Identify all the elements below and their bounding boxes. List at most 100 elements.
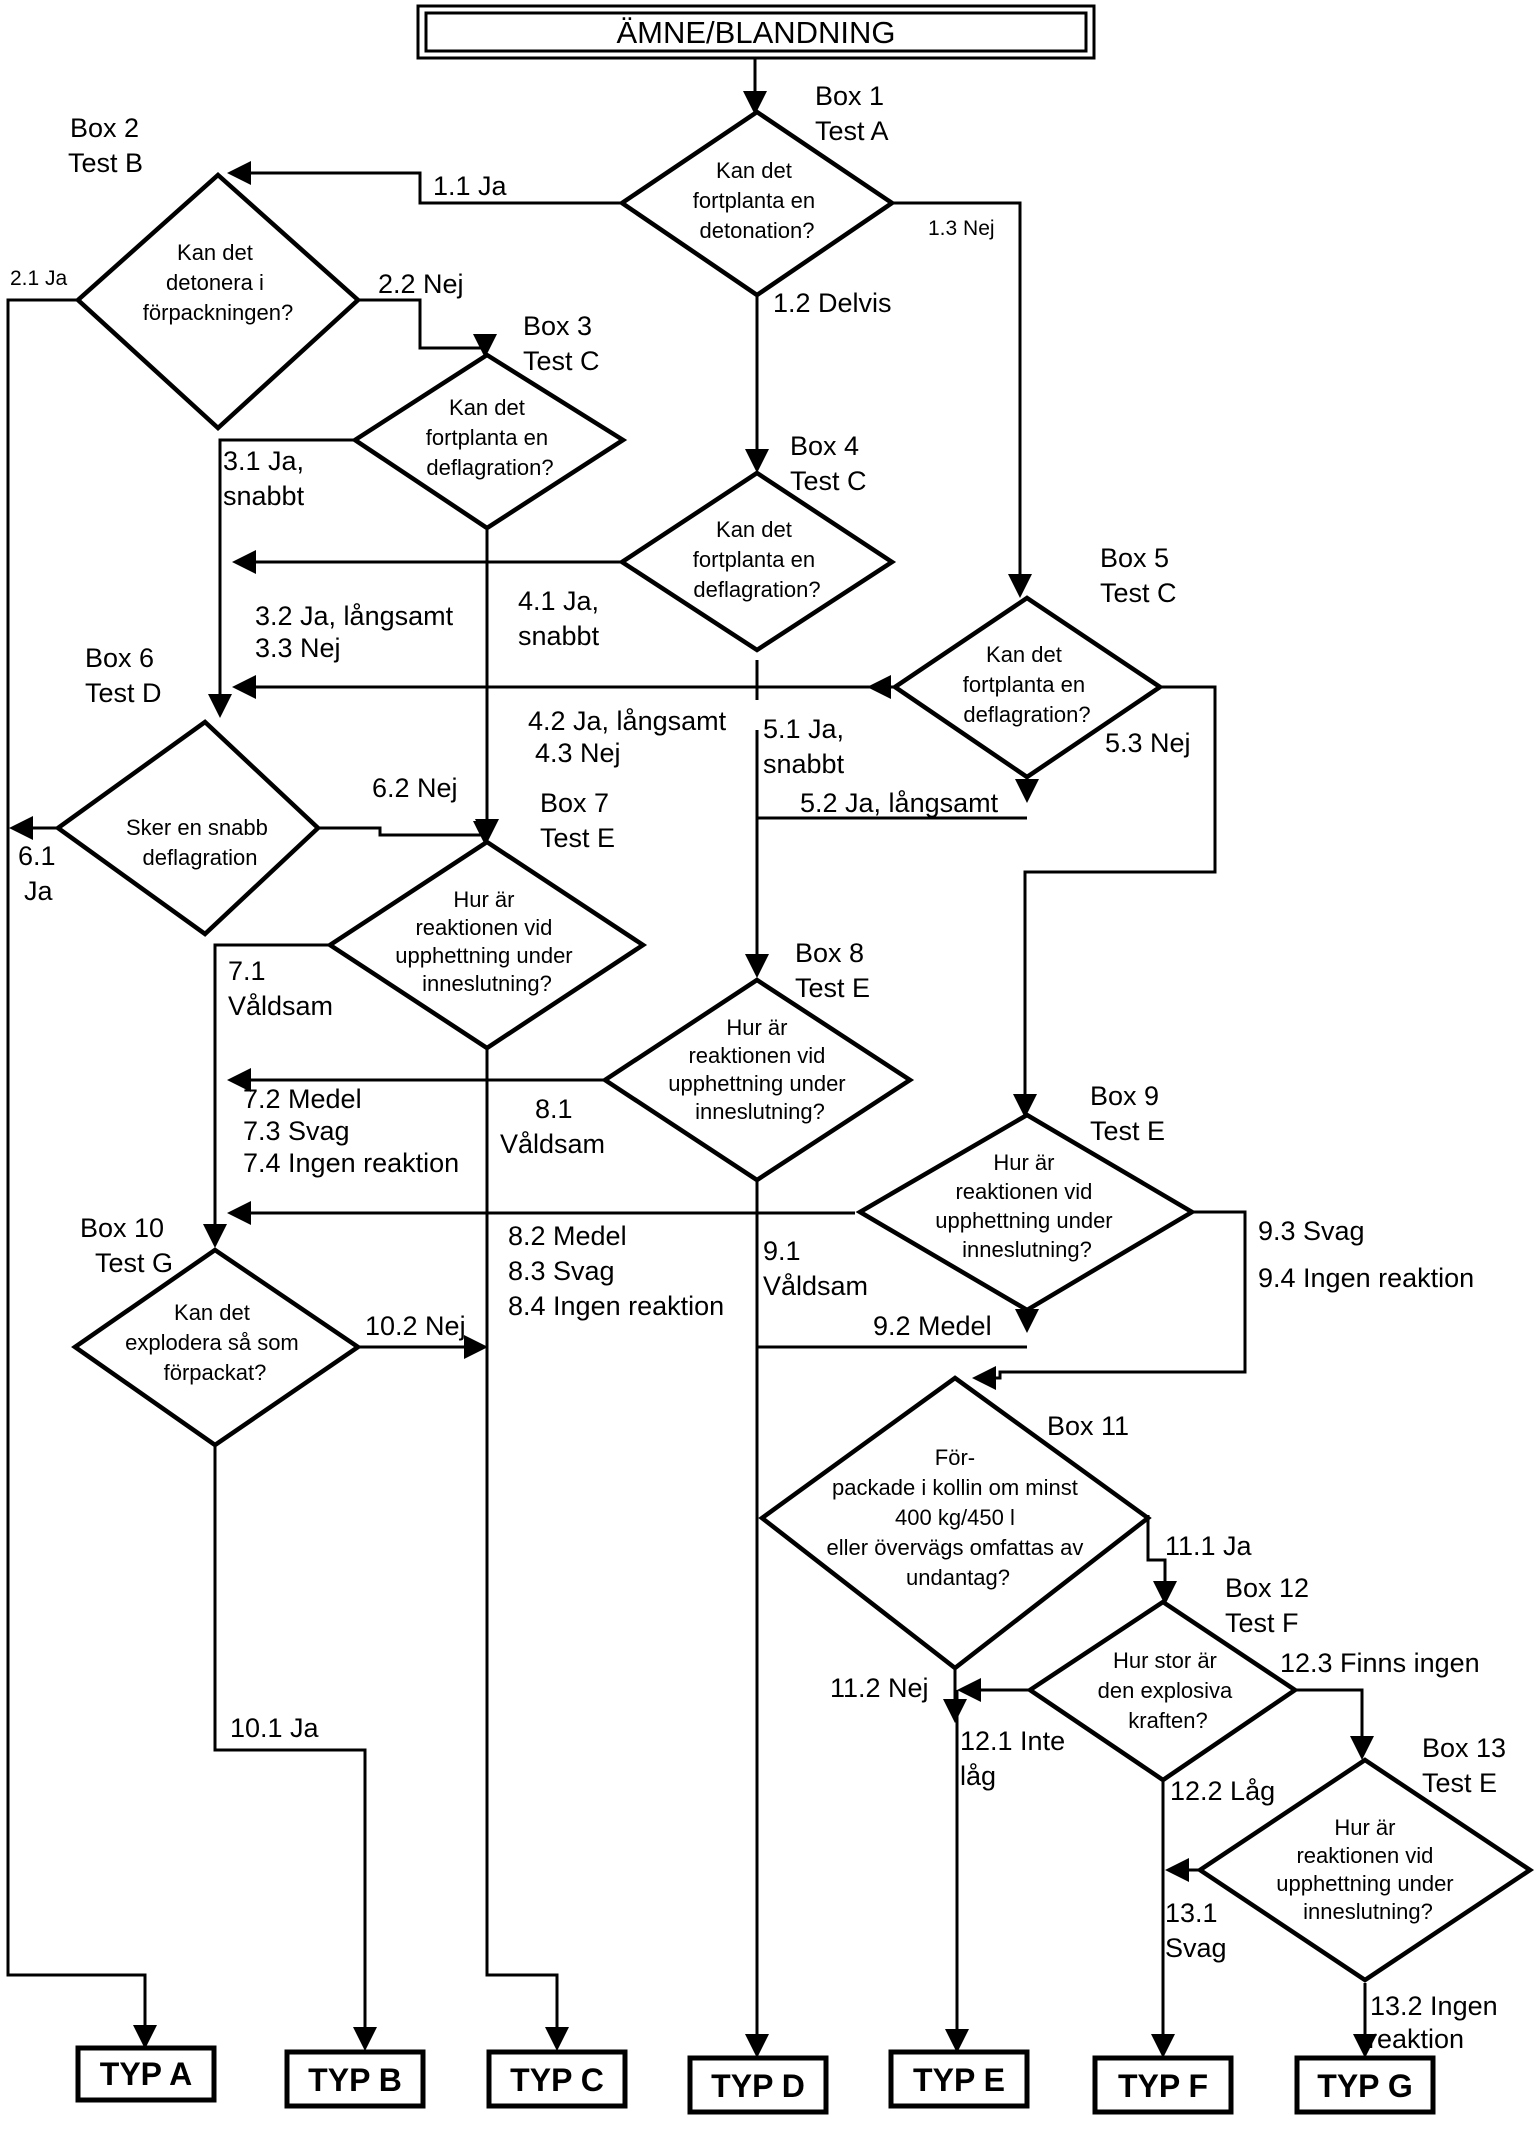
box-5-question: Kan det fortplanta en deflagration? [963,642,1091,727]
box-5-decision: Kan det fortplanta en deflagration? [890,595,1165,780]
edge-label-3-1: 3.1 Ja,snabbt [223,446,305,511]
edge-label-10-2: 10.2 Nej [365,1311,466,1341]
type-g-box: TYP G [1294,2055,1436,2115]
title-text: ÄMNE/BLANDNING [616,15,895,50]
edge-label-12-3: 12.3 Finns ingen [1280,1648,1480,1678]
type-f-box: TYP F [1092,2055,1234,2115]
edge-11-1 [1146,1515,1177,1605]
edge-labels: 1.1 Ja 1.2 Delvis 1.3 Nej 2.1 Ja 2.2 Nej… [10,171,1498,2054]
edge-1-1 [227,161,620,205]
box-10-question: Kan det explodera så som förpackat? [125,1300,305,1385]
type-e-label: TYP E [913,2062,1005,2098]
box-1-question: Kan det fortplanta en detonation? [693,158,821,243]
type-f-label: TYP F [1118,2068,1208,2104]
box-6-question: Sker en snabb deflagration [126,815,274,870]
edge-1-3 [892,201,1032,598]
box-6-decision: Sker en snabb deflagration [54,719,322,937]
type-a-box: TYP A [75,2045,217,2103]
edge-label-4-1: 4.1 Ja,snabbt [518,586,600,651]
box-3-decision: Kan det fortplanta en deflagration? [350,352,628,531]
edge-2-1 [6,298,157,2049]
edge-10-1 [213,1445,377,2051]
type-e-box: TYP E [888,2049,1030,2109]
edge-label-10-1: 10.1 Ja [230,1713,320,1743]
edge-3-1 [208,438,355,718]
edge-label-5-3: 5.3 Nej [1105,728,1191,758]
box-9-decision: Hur är reaktionen vid upphettning under … [855,1112,1197,1313]
edge-label-11-1: 11.1 Ja [1165,1531,1253,1561]
box-12-decision: Hur stor är den explosiva kraften? [1025,1599,1300,1783]
edge-7-2 [485,1048,569,2051]
box-2-question: Kan det detonera i förpackningen? [143,240,293,325]
box-9-question: Hur är reaktionen vid upphettning under … [935,1150,1119,1262]
edge-12-3 [1295,1688,1374,1760]
terminal-types: TYP A TYP B TYP C TYP D TYP E TYP F TYP … [75,2045,1436,2115]
box-2-decision: Kan det detonera i förpackningen? [74,171,362,432]
box-4-question: Kan det fortplanta en deflagration? [693,517,821,602]
edge-label-6-2: 6.2 Nej [372,773,458,803]
edge-2-2 [358,298,497,358]
edge-label-1-2: 1.2 Delvis [773,288,892,318]
edge-label-9-2: 9.2 Medel [873,1311,992,1341]
box-8-question: Hur är reaktionen vid upphettning under … [668,1015,852,1124]
box-8-decision: Hur är reaktionen vid upphettning under … [600,977,915,1183]
title-box: ÄMNE/BLANDNING [416,4,1096,60]
box-10-decision: Kan det explodera så som förpackat? [71,1247,362,1448]
edge-5-3 [1013,685,1217,1118]
edge-label-2-1: 2.1 Ja [10,267,68,290]
connectors [6,58,1377,2058]
box-11-question: För- packade i kollin om minst 400 kg/45… [827,1445,1090,1590]
type-b-box: TYP B [284,2049,426,2109]
type-c-box: TYP C [486,2049,628,2109]
type-b-label: TYP B [308,2062,402,2098]
box-13-question: Hur är reaktionen vid upphettning under … [1276,1815,1460,1924]
type-c-label: TYP C [510,2062,604,2098]
edge-label-5-2: 5.2 Ja, långsamt [800,788,999,818]
box-13-decision: Hur är reaktionen vid upphettning under … [1195,1757,1535,1983]
box-1-decision: Kan det fortplanta en detonation? [617,109,897,298]
box-7-decision: Hur är reaktionen vid upphettning under … [325,839,648,1051]
edge-label-1-1: 1.1 Ja [433,171,508,201]
edge-label-11-2: 11.2 Nej [830,1673,929,1703]
edge-7-1 [203,943,340,1248]
edge-label-1-3: 1.3 Nej [928,217,995,240]
type-a-label: TYP A [100,2056,192,2092]
box-3-question: Kan det fortplanta en deflagration? [426,395,554,480]
box-7-question: Hur är reaktionen vid upphettning under … [395,887,579,996]
edge-label-5-1: 5.1 Ja,snabbt [763,714,845,779]
type-d-label: TYP D [711,2068,805,2104]
type-g-label: TYP G [1317,2068,1412,2104]
edge-6-2 [318,821,497,845]
edge-label-2-2: 2.2 Nej [378,269,464,299]
box-11-label: Box 11 [1047,1411,1129,1441]
box-12-question: Hur stor är den explosiva kraften? [1098,1648,1239,1733]
edge-9-3 [972,1210,1247,1390]
box-11-decision: För- packade i kollin om minst 400 kg/45… [758,1375,1152,1671]
